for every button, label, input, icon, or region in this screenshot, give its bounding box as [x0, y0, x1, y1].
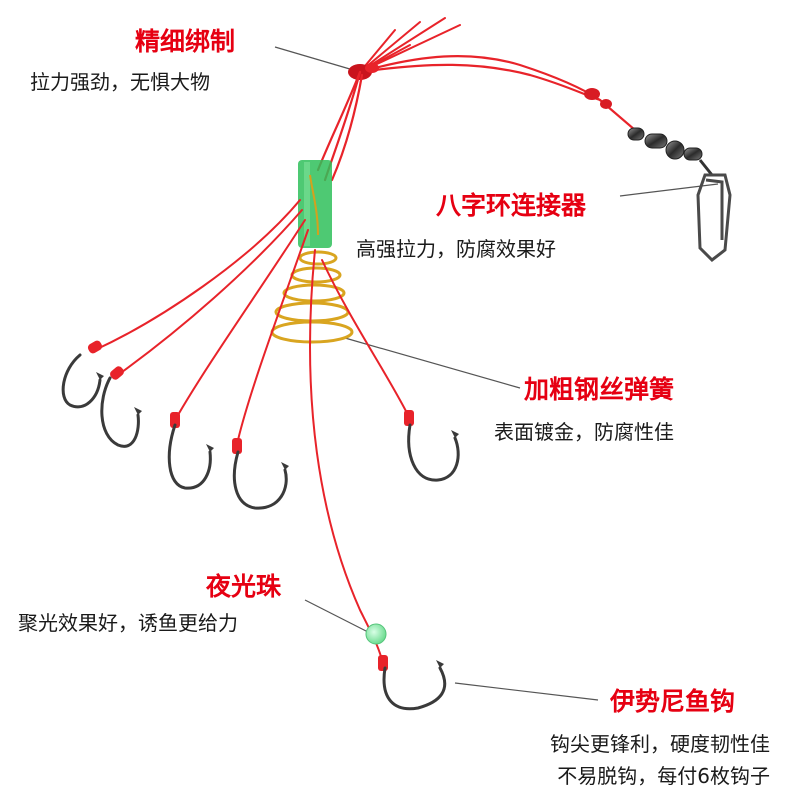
callout-binding-desc: 拉力强劲，无惧大物: [30, 70, 210, 94]
hooks: [61, 353, 460, 711]
hook-4: [232, 450, 288, 510]
leader-spring: [344, 337, 521, 389]
leader-swivel: [619, 183, 719, 197]
callout-hook-title: 伊势尼鱼钩: [610, 687, 736, 716]
hook-2: [100, 376, 140, 448]
hook-1: [61, 353, 102, 409]
glow-bead: [365, 623, 387, 645]
green-tube: [298, 160, 332, 248]
leader-bead: [304, 599, 369, 633]
callout-bead-desc: 聚光效果好，诱鱼更给力: [18, 611, 238, 635]
hook-3: [167, 423, 212, 490]
callout-spring-desc: 表面镀金，防腐性佳: [494, 420, 674, 444]
callout-swivel-title: 八字环连接器: [436, 191, 587, 220]
callout-hook-desc-line1: 钩尖更锋利，硬度韧性佳: [550, 732, 770, 756]
leader-binding: [274, 46, 361, 73]
swivel-connector: [627, 127, 714, 176]
hook-5: [407, 423, 460, 482]
top-binding-knot: [348, 63, 379, 80]
callout-spring-title: 加粗钢丝弹簧: [524, 375, 675, 404]
snap-clip: [696, 173, 732, 262]
knot-at-swivel: [584, 88, 612, 109]
leader-hook: [454, 682, 599, 701]
hook-tie-knots: [87, 340, 414, 671]
callout-swivel-desc: 高强拉力，防腐效果好: [356, 237, 556, 261]
callout-hook-desc-line2: 不易脱钩，每付6枚钩子: [557, 764, 770, 788]
callout-leader-lines: [274, 46, 719, 701]
callout-bead-title: 夜光珠: [206, 572, 282, 601]
hook-barbs: [96, 372, 459, 668]
hook-6: [382, 666, 447, 711]
callout-binding-title: 精细绑制: [135, 27, 236, 56]
hook-leaders: [94, 199, 409, 661]
